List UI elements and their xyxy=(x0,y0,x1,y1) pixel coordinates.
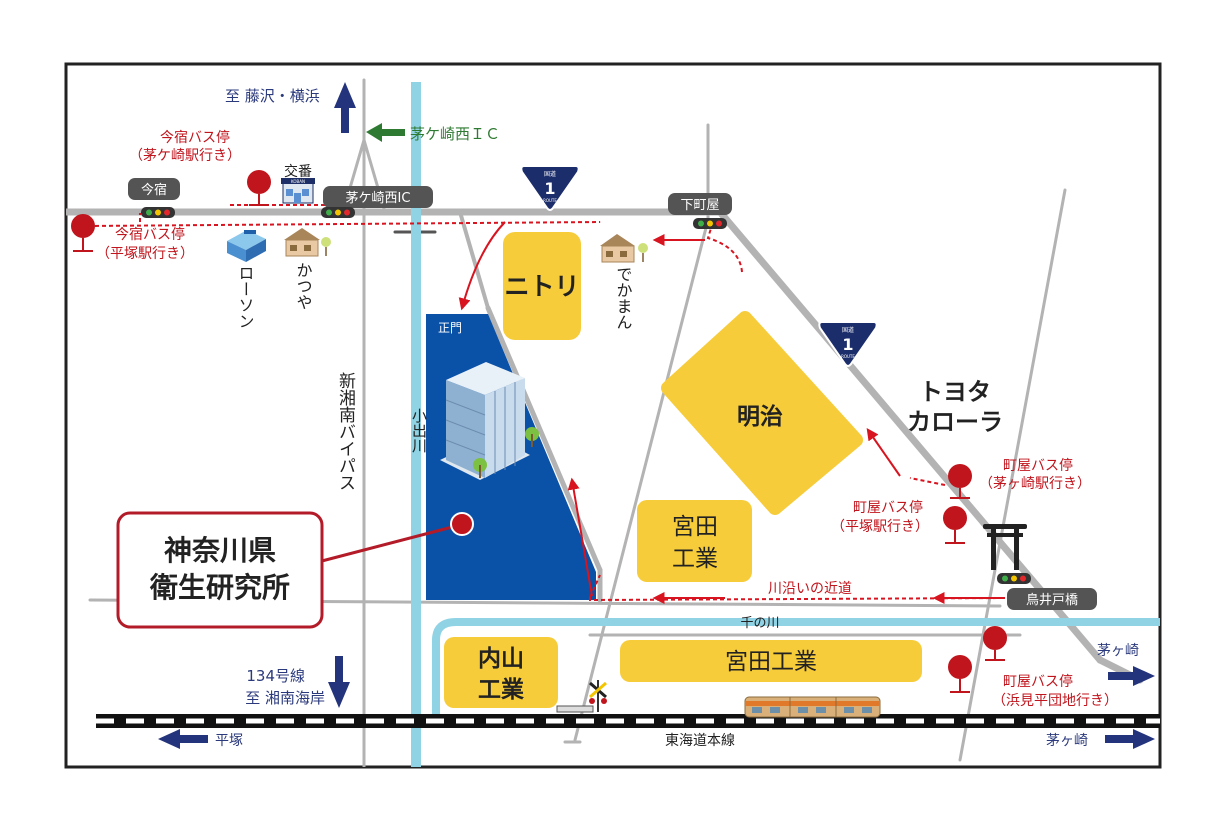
route-1-shield-icon-2: 国道 1 ROUTE xyxy=(818,321,878,367)
route-shield-top-2: 国道 xyxy=(842,326,854,334)
bus-stop-pin-machiya-hiratsuka xyxy=(943,506,967,544)
direction-east-rail: 茅ヶ崎 xyxy=(1046,733,1088,749)
south-arrow-icon xyxy=(328,656,350,708)
tokaido-label: 東海道本線 xyxy=(665,733,735,749)
direction-north: 至 藤沢・横浜 xyxy=(225,87,320,105)
railroad-crossing-icon xyxy=(556,680,607,713)
koban-icon: KOBAN xyxy=(281,178,315,204)
sennokawa-label: 千の川 xyxy=(740,616,779,631)
east-road-arrow-icon xyxy=(1108,666,1155,686)
uchiyama-label-2: 工業 xyxy=(478,676,525,703)
nitori-label: ニトリ xyxy=(504,272,579,301)
landmark-miyata-1 xyxy=(637,500,752,582)
uchiyama-label-1: 内山 xyxy=(478,646,524,672)
signal-shimomachiya-label: 下町屋 xyxy=(680,198,719,213)
koban-sign: KOBAN xyxy=(291,179,305,184)
route-arrows xyxy=(458,221,1005,604)
bus-stop-machiya-hiratsuka-name: 町屋バス停 xyxy=(853,499,923,516)
bus-stop-pin-machiya-hamami-2 xyxy=(948,655,972,693)
katsuya-shop-icon xyxy=(284,228,331,257)
bus-stop-machiya-hiratsuka-dest: （平塚駅行き） xyxy=(831,519,929,535)
bus-stop-pin-machiya-chigasaki xyxy=(948,464,972,499)
bus-stop-machiya-hamami-name: 町屋バス停 xyxy=(1003,673,1073,690)
institute-marker xyxy=(450,512,474,536)
lawson-label: ローソン xyxy=(236,265,255,329)
direction-south-2: 至 湘南海岸 xyxy=(245,689,325,707)
signal-ic-label: 茅ケ崎西IC xyxy=(346,191,411,206)
route-shield-number: 1 xyxy=(544,179,555,198)
direction-east-road: 茅ヶ崎 xyxy=(1097,643,1139,659)
miyata-1-label-1: 宮田 xyxy=(672,514,718,540)
route-shield-bottom-2: ROUTE xyxy=(841,354,855,359)
kawazoi-label: 川沿いの近道 xyxy=(768,581,852,597)
bus-stop-machiya-chigasaki-dest: （茅ヶ崎駅行き） xyxy=(979,476,1091,492)
institute-label-box: 神奈川県 衛生研究所 xyxy=(116,511,324,629)
route-1-shield-icon: 国道 1 ROUTE xyxy=(520,165,580,211)
signal-toriidobashi: 鳥井戸橋 xyxy=(997,573,1097,610)
landmark-miyata-2 xyxy=(620,640,922,682)
bus-stop-machiya-chigasaki-name: 町屋バス停 xyxy=(1003,457,1073,474)
direction-ic: 茅ケ崎西ＩＣ xyxy=(410,125,500,143)
bus-stop-machiya-hamami-dest: （浜見平団地行き） xyxy=(992,693,1118,709)
katsuya-label: かつや xyxy=(294,262,313,310)
route-shield-top: 国道 xyxy=(544,170,556,178)
signal-toriidobashi-label: 鳥井戸橋 xyxy=(1026,593,1078,608)
bus-stop-pin-imajuku-hiratsuka xyxy=(71,214,95,252)
miyata-2-label: 宮田工業 xyxy=(725,649,817,675)
seimon-label: 正門 xyxy=(438,321,462,335)
landmark-uchiyama xyxy=(444,637,558,708)
railway xyxy=(96,714,1160,728)
dekaman-shop-icon xyxy=(600,234,648,263)
institute-name-line1: 神奈川県 xyxy=(164,534,276,567)
toyota-label-1: トヨタ xyxy=(919,378,991,406)
east-rail-arrow-icon xyxy=(1105,729,1155,749)
signal-imajuku-label: 今宿 xyxy=(141,182,167,198)
signal-imajuku: 今宿 xyxy=(128,178,180,218)
direction-south-1: 134号線 xyxy=(246,667,305,685)
dekaman-label: でかまん xyxy=(614,266,633,330)
bus-stop-pin-imajuku-chigasaki xyxy=(247,170,271,206)
toyota-label-2: カローラ xyxy=(907,408,1003,436)
landmark-meiji xyxy=(661,311,863,515)
meiji-label: 明治 xyxy=(737,403,783,430)
shortcut-route xyxy=(87,204,1009,602)
signal-shimomachiya: 下町屋 xyxy=(668,193,732,229)
route-shield-number-2: 1 xyxy=(842,335,853,354)
bus-stop-imajuku-hiratsuka-dest: （平塚駅行き） xyxy=(96,246,194,262)
torii-gate-icon xyxy=(983,524,1027,570)
lawson-store-icon xyxy=(227,230,266,262)
institute-connector xyxy=(317,523,461,564)
building-icon xyxy=(440,362,539,480)
miyata-1-label-2: 工業 xyxy=(672,546,718,572)
train-icon xyxy=(744,696,881,718)
kodegawa-label: 小出川 xyxy=(410,408,428,453)
bus-stop-imajuku-chigasaki-name: 今宿バス停 xyxy=(160,129,230,146)
ic-arrow-icon xyxy=(366,123,405,142)
bus-stop-imajuku-chigasaki-dest: （茅ケ崎駅行き） xyxy=(129,148,241,164)
route-shield-bottom: ROUTE xyxy=(543,198,557,203)
direction-west: 平塚 xyxy=(215,733,243,749)
koban-label: 交番 xyxy=(284,163,312,180)
bypass-label: 新湘南バイパス xyxy=(335,372,356,491)
institute-name-line2: 衛生研究所 xyxy=(149,571,290,604)
north-arrow-icon xyxy=(334,82,356,133)
bus-stop-pin-machiya-hamami-1 xyxy=(983,626,1007,661)
bus-stop-imajuku-hiratsuka-name: 今宿バス停 xyxy=(115,226,185,243)
signal-ic: 茅ケ崎西IC xyxy=(321,186,433,218)
landmark-nitori xyxy=(503,232,581,340)
west-arrow-icon xyxy=(158,729,208,749)
